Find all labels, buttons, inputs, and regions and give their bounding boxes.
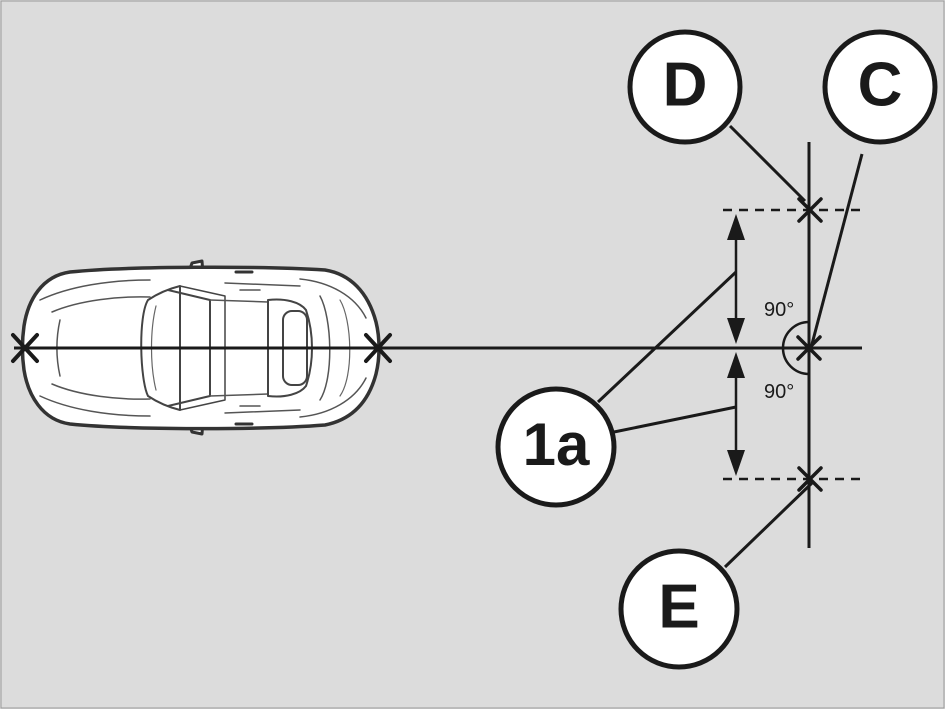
leader-line-1a-upper [596,270,738,404]
leader-line-1a-lower [613,405,737,434]
leader-line-e [723,481,814,569]
x-mark-icon [796,335,822,361]
callout-e-label: E [658,572,699,641]
callout-c: C [822,29,938,145]
x-mark-icon [11,333,39,363]
angle-label-lower: 90° [764,381,794,403]
x-mark-icon [364,333,392,363]
callout-d: D [627,29,743,145]
callout-1a-label: 1a [523,411,590,478]
double-arrow-icon [727,352,745,476]
double-arrow-icon [727,214,745,344]
callout-1a: 1a [495,386,617,508]
right-angle-arc [781,320,810,376]
leader-line-d [728,124,807,203]
rear-window-frame [267,298,313,398]
angle-label-upper: 90° [764,299,794,321]
callout-e: E [618,548,740,670]
leader-line-c [810,153,864,345]
x-mark-icon [797,197,823,223]
callout-c-label: C [858,50,903,119]
callout-d-label: D [663,50,708,119]
x-mark-icon [797,466,823,492]
